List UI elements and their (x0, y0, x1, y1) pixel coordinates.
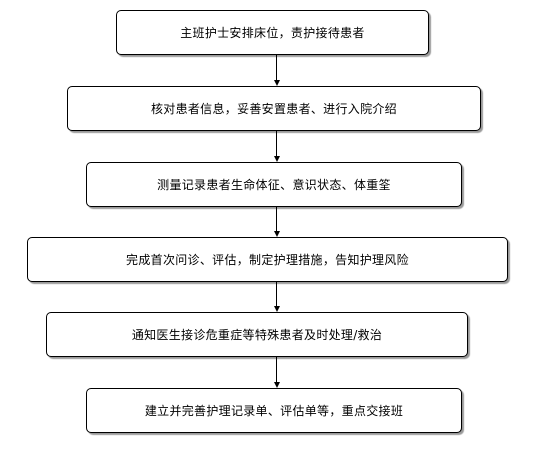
flow-step-label: 核对患者信息，妥善安置患者、进行入院介绍 (150, 102, 397, 116)
flow-step-notify-doctor: 通知医生接诊危重症等特殊患者及时处理/救治 (46, 312, 468, 357)
flow-step-label: 主班护士安排床位，责护接待患者 (180, 26, 365, 40)
arrow-down-icon (273, 382, 280, 388)
flow-step-assign-bed: 主班护士安排床位，责护接待患者 (116, 10, 429, 55)
flow-step-nursing-records: 建立并完善护理记录单、评估单等，重点交接班 (86, 388, 462, 433)
flow-arrow-line (276, 282, 277, 306)
flow-arrow-line (276, 357, 277, 382)
arrow-down-icon (273, 231, 280, 237)
flow-step-verify-info: 核对患者信息，妥善安置患者、进行入院介绍 (67, 86, 481, 131)
flow-arrow-line (276, 207, 277, 231)
arrow-down-icon (273, 80, 280, 86)
arrow-down-icon (273, 156, 280, 162)
flow-arrow-line (276, 55, 277, 80)
flow-step-label: 通知医生接诊危重症等特殊患者及时处理/救治 (131, 328, 383, 342)
flow-arrow-line (276, 131, 277, 156)
flow-step-measure-vitals: 测量记录患者生命体征、意识状态、体重筌 (86, 162, 462, 207)
flow-step-label: 测量记录患者生命体征、意识状态、体重筌 (157, 178, 391, 192)
flow-step-label: 建立并完善护理记录单、评估单等，重点交接班 (144, 404, 404, 418)
flow-step-label: 完成首次问诊、评估，制定护理措施，告知护理风险 (126, 253, 409, 267)
arrow-down-icon (273, 306, 280, 312)
flow-step-first-assessment: 完成首次问诊、评估，制定护理措施，告知护理风险 (27, 237, 508, 282)
